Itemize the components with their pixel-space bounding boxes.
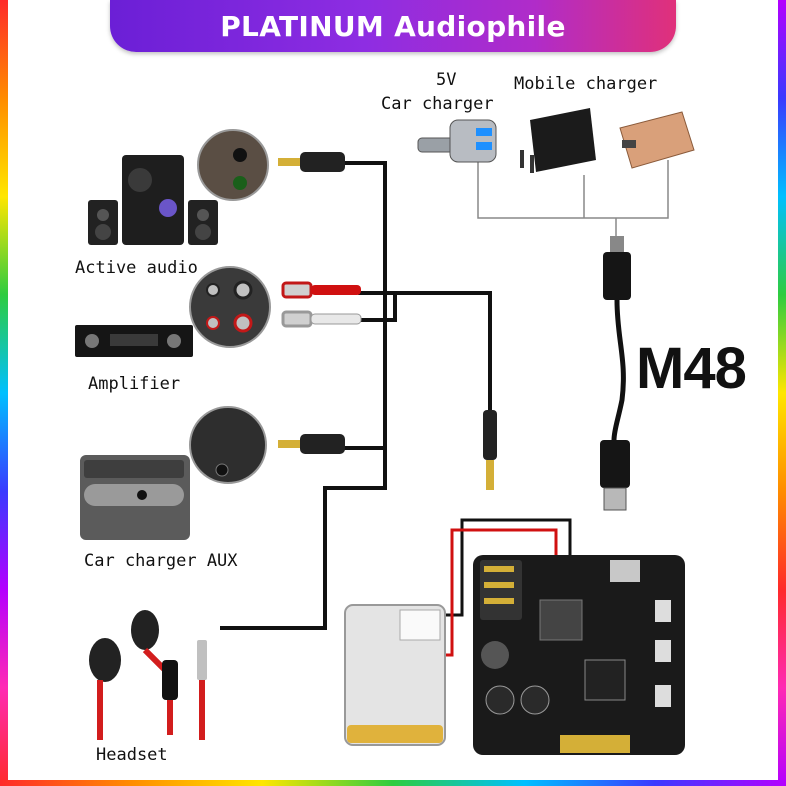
board-aux-plug-icon (483, 410, 497, 490)
charger-connector-lines (477, 160, 669, 238)
rca-jack-closeup-icon (189, 266, 271, 348)
headset-label: Headset (96, 745, 168, 765)
aux-closeup-icon (189, 406, 267, 484)
bluetooth-board-icon (473, 555, 685, 755)
rainbow-border-bottom (0, 780, 786, 786)
title-banner: PLATINUM Audiophile (110, 0, 676, 52)
power-bank-icon (619, 111, 695, 169)
micro-usb-cable-icon (600, 236, 631, 511)
speaker-set-icon (88, 155, 218, 245)
rca-plugs-icon (281, 281, 362, 328)
model-number: M48 (636, 336, 747, 401)
lithium-battery-icon (344, 604, 446, 746)
car-aux-panel-icon (80, 455, 190, 540)
car-charger-label: Car charger (381, 94, 494, 114)
headset-icon (89, 610, 207, 740)
active-audio-label: Active audio (75, 258, 198, 278)
amplifier-icon (75, 325, 193, 357)
aux-plug-icon (278, 434, 345, 454)
battery-wires (440, 518, 572, 657)
rainbow-border-right (778, 0, 786, 786)
mobile-charger-label: Mobile charger (514, 74, 658, 94)
audio-wiring (220, 161, 492, 630)
car-charger-aux-label: Car charger AUX (84, 551, 238, 571)
rainbow-border-left (0, 0, 8, 786)
stereo-jack-closeup-icon (197, 129, 269, 201)
stereo-plug-icon (278, 152, 345, 172)
car-charger-icon (417, 119, 497, 163)
banner-title: PLATINUM Audiophile (220, 9, 566, 43)
amplifier-label: Amplifier (88, 374, 181, 394)
car-charger-5v-label: 5V (436, 70, 457, 90)
wall-charger-icon (520, 108, 596, 173)
